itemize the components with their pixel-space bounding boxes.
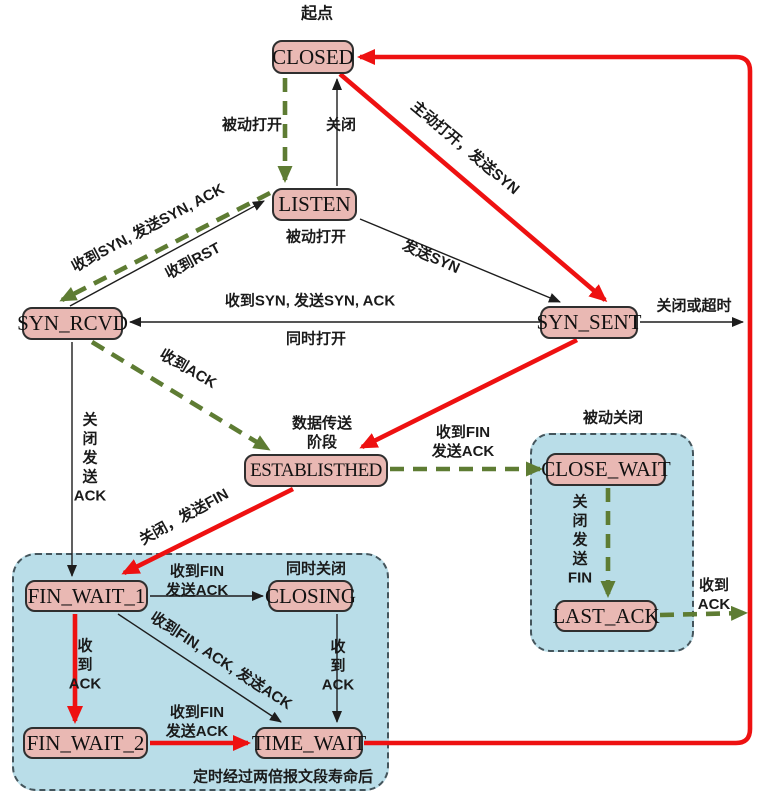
label-recv-ack-closing-vertical: 收 到 ACK	[321, 638, 355, 694]
label-close-top: 关闭	[325, 116, 357, 134]
state-closing: CLOSING	[265, 580, 356, 612]
edge-closed-to-synsent	[338, 72, 608, 302]
label-passive-open-top: 被动打开	[221, 116, 283, 134]
state-syn-sent: SYN_SENT	[537, 306, 642, 339]
state-closed: CLOSED	[272, 40, 354, 74]
label-after-2msl: 定时经过两倍报文段寿命后	[192, 768, 374, 786]
state-fin-wait-2: FIN_WAIT_2	[23, 727, 148, 759]
label-recv-ack-lastack: 收到ACK	[697, 577, 731, 613]
label-recv-syn-send-syn-ack: 收到SYN, 发送SYN, ACK	[224, 292, 396, 310]
label-recv-fin-send-ack-est: 收到FIN 发送ACK	[431, 424, 495, 460]
edge-timewait-to-closed	[357, 49, 753, 746]
state-close-wait: CLOSE_WAIT	[541, 453, 671, 486]
label-close-send-fin-vertical: 关 闭 发 送 FIN	[567, 493, 593, 587]
edge-synrcvd-to-listen	[69, 200, 265, 307]
edge-lastack-to-closed	[659, 605, 748, 621]
edge-finwait1-to-timewait	[117, 613, 282, 723]
edge-listen-to-synrcvd	[59, 190, 272, 303]
label-close-or-timeout: 关闭或超时	[656, 297, 732, 315]
state-listen: LISTEN	[272, 188, 357, 221]
label-simultaneous-close: 同时关闭	[285, 560, 347, 578]
edge-listen-to-synsent	[359, 218, 561, 303]
label-simultaneous-open: 同时打开	[285, 330, 347, 348]
edge-synrcvd-to-established	[90, 340, 271, 451]
label-recv-fin-send-ack-fw1: 收到FIN 发送ACK	[165, 563, 229, 599]
label-start-point: 起点	[300, 5, 334, 23]
state-syn-rcvd: SYN_RCVD	[17, 307, 128, 340]
label-recv-ack-fw1-vertical: 收 到 ACK	[68, 637, 102, 693]
label-recv-fin-send-ack-fw2: 收到FIN 发送ACK	[165, 704, 229, 740]
state-last-ack: LAST_ACK	[552, 600, 660, 632]
state-fin-wait-1: FIN_WAIT_1	[25, 580, 148, 612]
label-passive-open-bottom: 被动打开	[285, 228, 347, 246]
edge-established-to-finwait1	[121, 486, 295, 576]
label-data-transfer-phase: 数据传送 阶段	[291, 415, 353, 451]
label-close-send-ack-vertical: 关 闭 发 送 ACK	[73, 411, 107, 505]
label-passive-close: 被动关闭	[582, 409, 644, 427]
state-time-wait: TIME_WAIT	[252, 727, 366, 759]
state-established: ESTABLISTHED	[244, 454, 388, 487]
edge-synsent-to-established	[359, 337, 579, 450]
